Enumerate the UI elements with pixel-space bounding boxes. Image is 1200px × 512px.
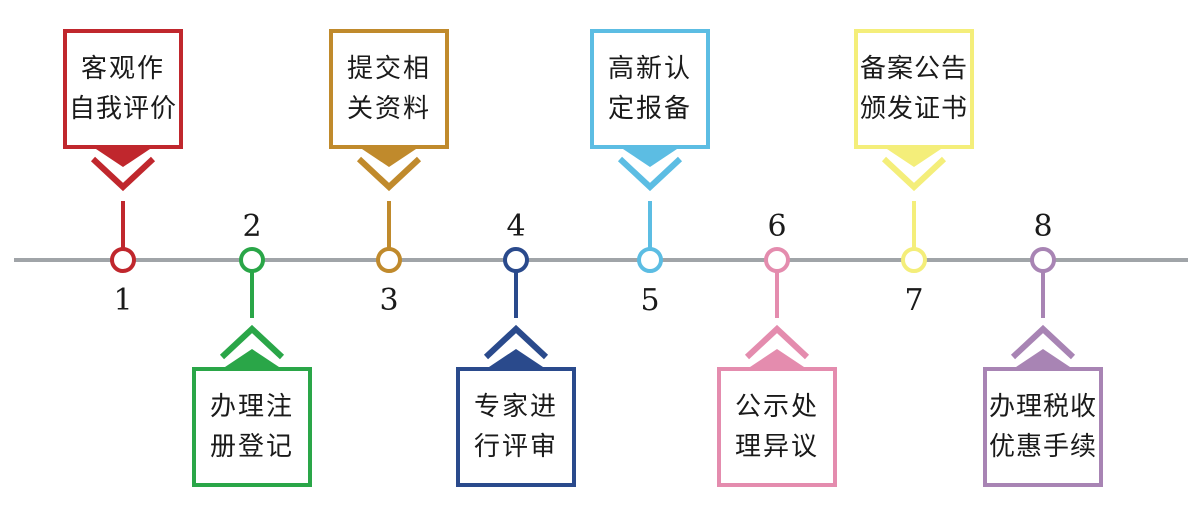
pointer-chevron (881, 156, 947, 192)
step-label-line: 自我评价 (68, 94, 177, 124)
pointer-triangle (222, 349, 282, 369)
timeline-node (376, 247, 402, 273)
step-label-line: 提交相 (346, 54, 431, 84)
timeline-node (503, 247, 529, 273)
step-label-line: 定报备 (607, 94, 692, 124)
timeline-node (764, 247, 790, 273)
step-number: 6 (767, 209, 787, 244)
pointer-chevron (483, 324, 549, 360)
step-label-line: 理异议 (734, 432, 819, 462)
step-label: 备案公告颁发证书 (860, 49, 968, 129)
pointer-triangle (93, 147, 153, 167)
pointer-triangle (1013, 349, 1073, 369)
timeline-node (637, 247, 663, 273)
pointer-triangle (359, 147, 419, 167)
pointer-triangle (747, 349, 807, 369)
step-box: 备案公告颁发证书 (854, 29, 974, 149)
step-label: 办理注册登记 (210, 387, 294, 467)
step-number: 4 (506, 209, 526, 244)
step-number: 1 (113, 283, 133, 318)
pointer-chevron (744, 324, 810, 360)
step-label: 公示处理异议 (735, 387, 819, 467)
step-label-line: 颁发证书 (859, 94, 968, 124)
step-label-line: 关资料 (346, 94, 431, 124)
step-box: 专家进行评审 (456, 367, 576, 487)
step-box: 公示处理异议 (717, 367, 837, 487)
pointer-triangle (620, 147, 680, 167)
pointer-chevron (617, 156, 683, 192)
step-number: 2 (242, 209, 262, 244)
timeline-node (1030, 247, 1056, 273)
step-label-line: 高新认 (607, 54, 692, 84)
step-label: 提交相关资料 (347, 49, 431, 129)
pointer-triangle (884, 147, 944, 167)
step-label: 专家进行评审 (474, 387, 558, 467)
pointer-triangle (486, 349, 546, 369)
step-label: 高新认定报备 (608, 49, 692, 129)
step-number: 8 (1033, 209, 1053, 244)
step-label-line: 公示处 (734, 392, 819, 422)
step-number: 7 (904, 283, 924, 318)
timeline-node (110, 247, 136, 273)
step-box: 办理税收优惠手续 (983, 367, 1103, 487)
step-label-line: 册登记 (209, 432, 294, 462)
step-box: 提交相关资料 (329, 29, 449, 149)
step-label-line: 优惠手续 (988, 432, 1097, 462)
timeline-node (239, 247, 265, 273)
step-label-line: 行评审 (473, 432, 558, 462)
step-label: 客观作自我评价 (69, 49, 177, 129)
step-box: 办理注册登记 (192, 367, 312, 487)
step-label-line: 办理注 (209, 392, 294, 422)
step-label-line: 办理税收 (988, 392, 1097, 422)
step-number: 3 (379, 283, 399, 318)
step-box: 客观作自我评价 (63, 29, 183, 149)
timeline-node (901, 247, 927, 273)
step-number: 5 (640, 283, 660, 318)
pointer-chevron (356, 156, 422, 192)
step-label-line: 备案公告 (859, 54, 968, 84)
step-box: 高新认定报备 (590, 29, 710, 149)
pointer-chevron (90, 156, 156, 192)
pointer-chevron (219, 324, 285, 360)
step-label: 办理税收优惠手续 (989, 387, 1097, 467)
pointer-chevron (1010, 324, 1076, 360)
step-label-line: 专家进 (473, 392, 558, 422)
step-label-line: 客观作 (80, 54, 165, 84)
